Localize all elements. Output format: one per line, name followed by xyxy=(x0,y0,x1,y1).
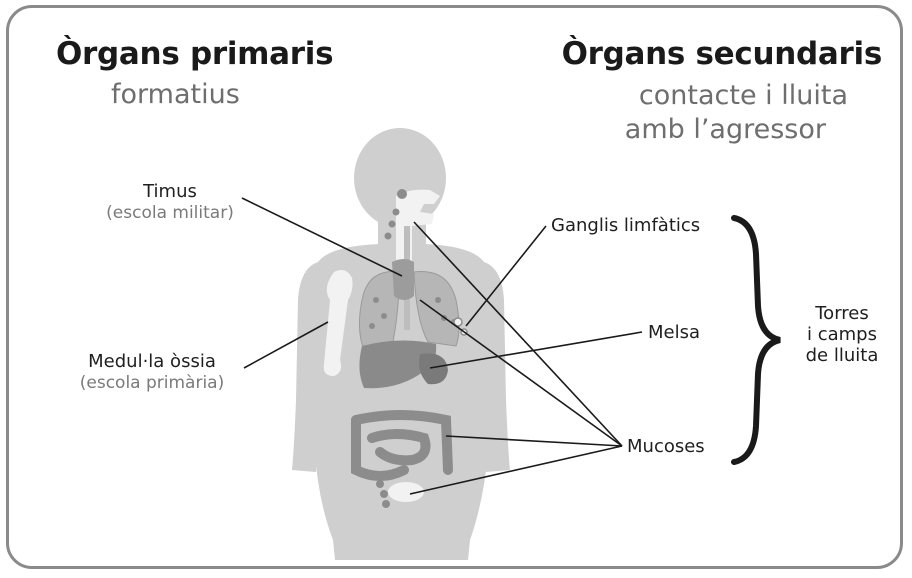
thymus-note: (escola militar) xyxy=(100,203,240,223)
bone-marrow-note: (escola primària) xyxy=(64,373,240,393)
thymus-label: Timus xyxy=(100,182,240,202)
group-label-line1: Torres xyxy=(792,304,892,324)
thymus-organ xyxy=(392,259,414,300)
group-label-line3: de lluita xyxy=(792,346,892,366)
group-label-line2: i camps xyxy=(792,325,892,345)
spleen-label: Melsa xyxy=(648,323,700,343)
curly-brace xyxy=(734,218,780,462)
lymph-nodes-label: Ganglis limfàtics xyxy=(551,216,700,236)
bone-marrow-label: Medul·la òssia xyxy=(64,352,240,372)
mucosa-label: Mucoses xyxy=(627,437,705,457)
